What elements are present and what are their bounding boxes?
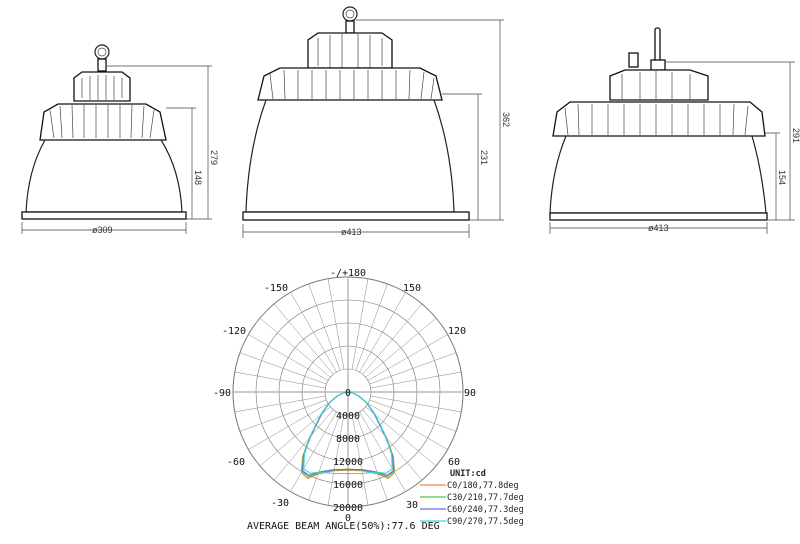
- legend-entry: C90/270,77.5deg: [447, 517, 524, 527]
- polar-grid-spoke: [355, 283, 388, 371]
- polar-grid-spoke: [365, 317, 437, 378]
- polar-grid-spoke: [359, 292, 406, 373]
- polar-grid-spoke: [370, 371, 462, 389]
- shade-height-dimension: 154: [777, 170, 787, 185]
- polar-grid-spoke: [239, 399, 327, 432]
- height-dimension: 291: [791, 128, 800, 143]
- polar-grid-spoke: [273, 409, 334, 481]
- polar-grid-spoke: [365, 406, 437, 467]
- intensity-curve-C90-270: [303, 391, 393, 475]
- polar-grid-spoke: [259, 406, 331, 467]
- lamp-drawing-large: 291 154 ø413: [549, 27, 800, 234]
- polar-grid-spoke: [351, 414, 369, 506]
- legend-entry: C0/180,77.8deg: [447, 481, 519, 491]
- height-dimension: 362: [501, 112, 511, 127]
- polar-grid-spoke: [239, 352, 327, 385]
- polar-grid-spoke: [273, 303, 334, 375]
- diameter-dimension: ø413: [341, 227, 362, 237]
- polar-grid-spoke: [369, 399, 457, 432]
- polar-grid-spoke: [308, 283, 341, 371]
- beam-angle-caption: AVERAGE BEAM ANGLE(50%):77.6 DEG: [247, 521, 440, 532]
- polar-grid-spoke: [367, 334, 448, 381]
- polar-grid-spoke: [248, 334, 329, 381]
- polar-grid-spoke: [351, 278, 369, 370]
- angle-label-90: 90: [464, 388, 476, 399]
- angle-label--150: -150: [264, 283, 288, 294]
- diameter-dimension: ø309: [92, 225, 113, 235]
- polar-angle-labels: -/+180 -150 150 -120 120 -90 90 -60 60 -…: [213, 268, 476, 524]
- polar-grid-spoke: [370, 395, 462, 413]
- polar-grid-spoke: [234, 395, 326, 413]
- polar-grid-spoke: [359, 411, 406, 492]
- lamp-drawing-small: 279 148 ø309: [21, 44, 219, 235]
- polar-grid-spoke: [362, 303, 423, 375]
- radial-label: 16000: [333, 480, 363, 491]
- height-dimension: 279: [209, 150, 219, 165]
- polar-light-distribution-chart: [232, 276, 464, 508]
- angle-label-180: -/+180: [330, 268, 366, 279]
- diameter-dimension: ø413: [648, 223, 669, 233]
- chart-legend: C0/180,77.8degC30/210,77.7degC60/240,77.…: [420, 481, 524, 527]
- legend-entry: C30/210,77.7deg: [447, 493, 524, 503]
- polar-grid-spoke: [234, 371, 326, 389]
- radial-label: 20000: [333, 503, 363, 514]
- angle-label--30: -30: [271, 498, 289, 509]
- polar-grid-spoke: [355, 413, 388, 501]
- angle-label-30: 30: [406, 500, 418, 511]
- unit-label: UNIT:cd: [450, 469, 486, 479]
- lamp-drawing-medium: 362 231 ø413: [242, 6, 511, 238]
- polar-grid-spoke: [362, 409, 423, 481]
- polar-grid-spoke: [327, 278, 345, 370]
- angle-label-60: 60: [448, 457, 460, 468]
- radial-label: 4000: [336, 411, 360, 422]
- polar-grid-spoke: [259, 317, 331, 378]
- legend-entry: C60/240,77.3deg: [447, 505, 524, 515]
- polar-radial-labels: 0 4000 8000 12000 16000 20000: [333, 388, 363, 514]
- angle-label-120: 120: [448, 326, 466, 337]
- angle-label--60: -60: [227, 457, 245, 468]
- radial-label: 12000: [333, 457, 363, 468]
- polar-grid-spoke: [327, 414, 345, 506]
- angle-label-0: 0: [345, 513, 351, 524]
- polar-grid-spoke: [248, 403, 329, 450]
- polar-grid-spoke: [290, 411, 337, 492]
- polar-grid-spoke: [308, 413, 341, 501]
- shade-height-dimension: 231: [479, 150, 489, 165]
- angle-label-150: 150: [403, 283, 421, 294]
- polar-grid-spoke: [369, 352, 457, 385]
- polar-grid-spoke: [367, 403, 448, 450]
- polar-grid-spoke: [290, 292, 337, 373]
- angle-label--90: -90: [213, 388, 231, 399]
- radial-label: 0: [345, 388, 351, 399]
- shade-height-dimension: 148: [193, 170, 203, 185]
- angle-label--120: -120: [222, 326, 246, 337]
- radial-label: 8000: [336, 434, 360, 445]
